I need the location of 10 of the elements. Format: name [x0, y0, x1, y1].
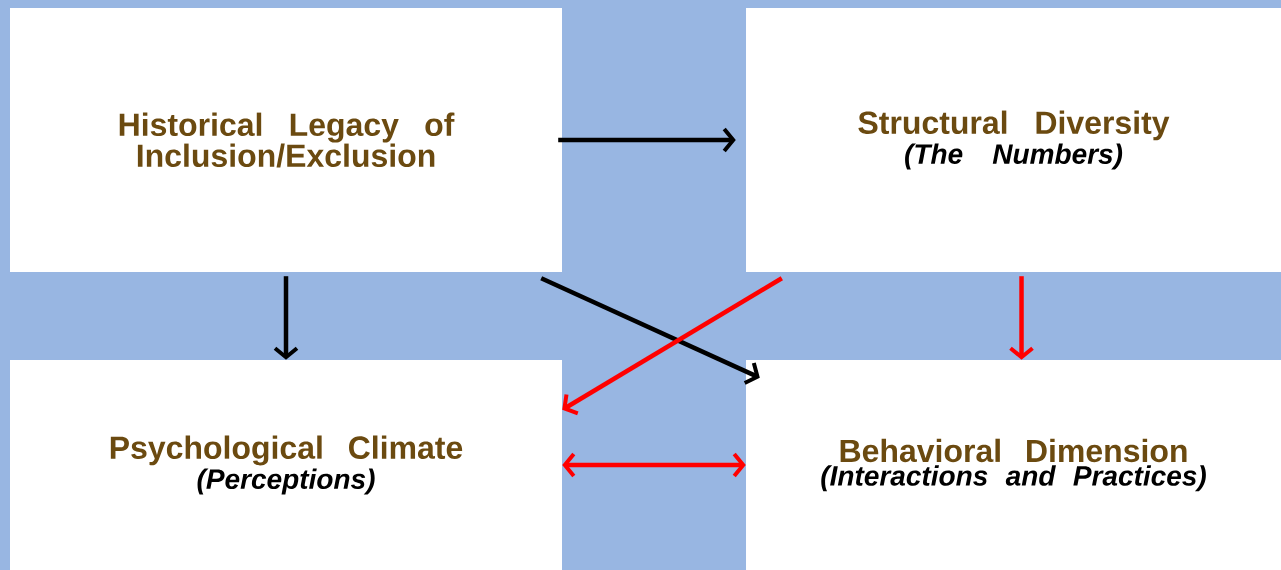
arrow [540, 276, 760, 385]
concept-box: Psychological Climate (Perceptions) [10, 360, 562, 570]
concept-box: Behavioral Dimension (Interactions and Practices) [746, 360, 1281, 570]
arrow [273, 276, 299, 360]
concept-box: Structural Diversity (The Numbers) [746, 8, 1281, 272]
arrow [562, 276, 783, 416]
arrow [1009, 276, 1034, 360]
arrow [562, 452, 746, 478]
arrow [558, 127, 736, 153]
concept-box: Historical Legacy of Inclusion/Exclusion [10, 8, 562, 272]
